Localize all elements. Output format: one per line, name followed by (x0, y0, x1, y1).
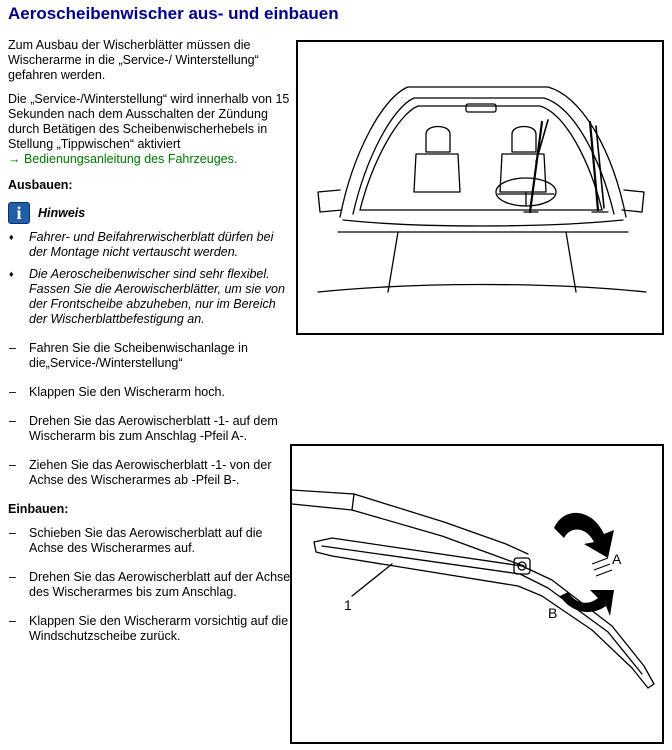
hint-item: Fahrer- und Beifahrerwischerblatt dürfen… (8, 230, 292, 260)
hint-list: Fahrer- und Beifahrerwischerblatt dürfen… (8, 230, 292, 327)
arrow-a-icon (554, 512, 614, 558)
step-item: Fahren Sie die Scheibenwischanlage in di… (8, 341, 292, 371)
wiper-blade-illustration: 1 A B (292, 489, 655, 689)
ausbauen-heading: Ausbauen: (8, 178, 73, 192)
instruction-column: Zum Ausbau der Wischerblätter müssen die… (8, 38, 292, 658)
label-1: 1 (344, 597, 352, 613)
intro-paragraph-2: Die „Service-/Winterstellung“ wird inner… (8, 92, 292, 167)
page-title: Aeroscheibenwischer aus- und einbauen (8, 4, 339, 23)
step-item: Klappen Sie den Wischerarm vorsichtig au… (8, 614, 292, 644)
step-item: Klappen Sie den Wischerarm hoch. (8, 385, 292, 400)
ausbauen-steps: Fahren Sie die Scheibenwischanlage in di… (8, 341, 292, 488)
windshield-illustration (317, 86, 647, 293)
arrow-b-icon (560, 590, 614, 616)
info-icon: i (8, 202, 30, 224)
label-a: A (612, 551, 622, 567)
hint-item: Die Aeroscheibenwischer sind sehr flexib… (8, 267, 292, 327)
manual-link[interactable]: → Bedienungsanleitung des Fahrzeuges. (8, 152, 238, 166)
einbauen-heading: Einbauen: (8, 502, 69, 516)
step-item: Drehen Sie das Aerowischerblatt auf der … (8, 570, 292, 600)
hint-header: i Hinweis (8, 202, 292, 224)
label-b: B (548, 605, 557, 621)
step-item: Schieben Sie das Aerowischerblatt auf di… (8, 526, 292, 556)
intro-paragraph-1: Zum Ausbau der Wischerblätter müssen die… (8, 38, 259, 82)
hint-label: Hinweis (38, 205, 86, 220)
windshield-figure (296, 40, 664, 335)
intro-paragraph-2-text: Die „Service-/Winterstellung“ wird inner… (8, 92, 290, 151)
step-item: Ziehen Sie das Aerowischerblatt -1- von … (8, 458, 292, 488)
einbauen-steps: Schieben Sie das Aerowischerblatt auf di… (8, 526, 292, 644)
step-item: Drehen Sie das Aerowischerblatt -1- auf … (8, 414, 292, 444)
wiper-blade-figure: 1 A B (290, 444, 664, 744)
